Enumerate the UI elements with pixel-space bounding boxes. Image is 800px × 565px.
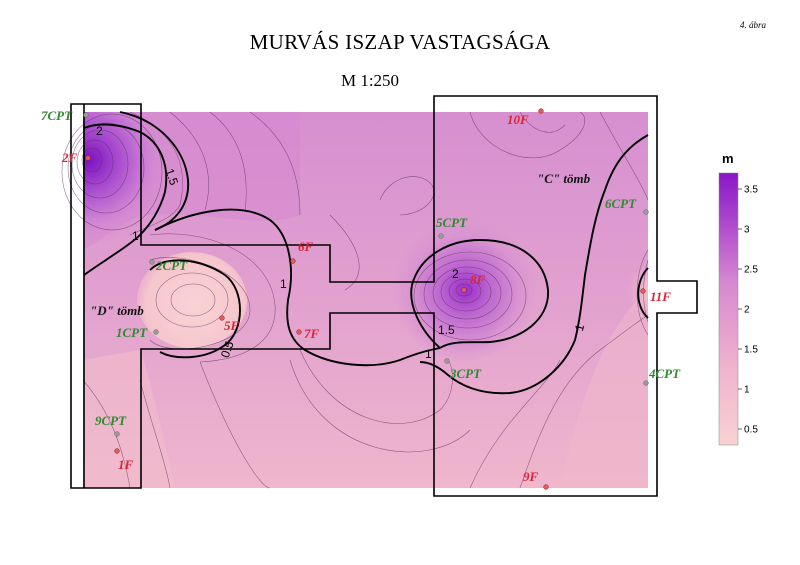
legend-tick-label: 3 [744, 225, 750, 236]
svg-text:9F: 9F [523, 469, 539, 484]
contour-label: 1 [280, 277, 287, 291]
legend: m 3.5 3 2.5 2 1.5 1 0.5 [718, 151, 758, 446]
svg-text:5F: 5F [224, 318, 240, 333]
legend-color-bar [718, 172, 739, 446]
svg-text:4CPT: 4CPT [648, 366, 681, 381]
point-8f[interactable]: 8F [461, 272, 486, 293]
point-7cpt[interactable]: 7CPT [41, 108, 89, 123]
svg-text:6CPT: 6CPT [605, 196, 637, 211]
legend-tick-label: 2.5 [744, 265, 758, 276]
point-1cpt[interactable]: 1CPT [116, 325, 159, 340]
point-1f[interactable]: 1F [114, 448, 134, 472]
contour-label: 1 [132, 229, 139, 243]
point-10f[interactable]: 10F [507, 108, 544, 127]
legend-ticks: 3.5 3 2.5 2 1.5 1 0.5 [738, 185, 758, 436]
svg-text:2F: 2F [61, 150, 78, 165]
svg-text:8F: 8F [470, 272, 486, 287]
point-11f[interactable]: 11F [640, 288, 672, 304]
legend-unit: m [722, 151, 734, 166]
legend-tick-label: 1 [744, 385, 750, 396]
contour-label: 1 [572, 322, 587, 332]
contour-label: 1 [425, 347, 432, 361]
svg-text:1F: 1F [118, 457, 134, 472]
legend-tick-label: 0.5 [744, 425, 758, 436]
svg-text:1CPT: 1CPT [116, 325, 148, 340]
sampling-points: 7CPT 2F 10F 6CPT 5CPT 2CPT 6F 8F [41, 108, 682, 490]
svg-text:6F: 6F [298, 239, 314, 254]
point-3cpt[interactable]: 3CPT [444, 358, 483, 381]
point-9cpt[interactable]: 9CPT [95, 413, 127, 437]
point-6f[interactable]: 6F [290, 239, 314, 264]
index-contours [83, 111, 649, 395]
svg-text:9CPT: 9CPT [95, 413, 127, 428]
point-2f[interactable]: 2F [61, 150, 91, 165]
block-d-outline [70, 95, 698, 497]
figure-number: 4. ábra [739, 20, 766, 30]
svg-text:5CPT: 5CPT [436, 215, 468, 230]
point-7f[interactable]: 7F [296, 326, 320, 341]
svg-text:11F: 11F [650, 289, 671, 304]
map-title: MURVÁS ISZAP VASTAGSÁGA [249, 30, 551, 54]
block-c-label: "C" tömb [537, 171, 591, 186]
contour-label: 1.5 [438, 323, 455, 337]
point-4cpt[interactable]: 4CPT [643, 366, 682, 386]
map-scale: M 1:250 [340, 71, 400, 90]
point-5cpt[interactable]: 5CPT [436, 215, 468, 239]
point-5f[interactable]: 5F [219, 315, 240, 333]
legend-tick-label: 2 [744, 305, 750, 316]
point-6cpt[interactable]: 6CPT [605, 196, 649, 215]
svg-text:3CPT: 3CPT [449, 366, 482, 381]
legend-tick-label: 1.5 [744, 345, 758, 356]
svg-text:7CPT: 7CPT [41, 108, 73, 123]
point-9f[interactable]: 9F [523, 469, 549, 490]
block-d-label: "D" tömb [90, 303, 144, 318]
svg-text:10F: 10F [507, 112, 529, 127]
contour-label: 1.5 [162, 167, 181, 188]
svg-text:2CPT: 2CPT [155, 258, 188, 273]
block-outlines [70, 95, 698, 497]
contour-label: 2 [96, 124, 103, 138]
point-2cpt[interactable]: 2CPT [149, 258, 189, 273]
contour-labels: 2 1.5 1 1 0.5 2 1.5 1 1 [96, 124, 587, 361]
contour-label: 2 [452, 267, 459, 281]
svg-text:7F: 7F [304, 326, 320, 341]
legend-tick-label: 3.5 [744, 185, 758, 196]
